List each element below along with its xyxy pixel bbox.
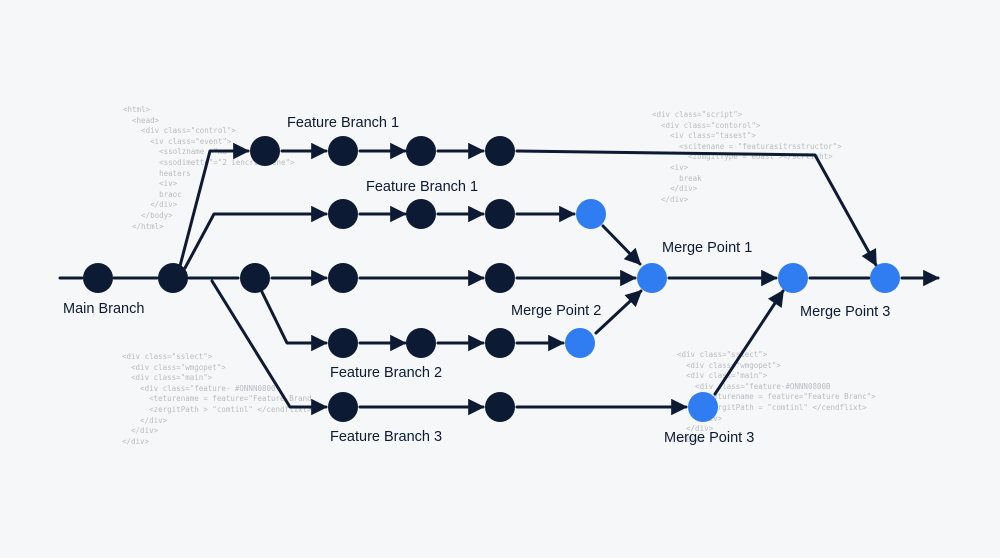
feature-branch-3-label: Feature Branch 3 [330,429,442,445]
commit-node [406,328,436,358]
commit-node [485,136,515,166]
commit-node [83,263,113,293]
commit-node [328,199,358,229]
commit-node [406,199,436,229]
merge-point-3-node [870,263,900,293]
commit-node [485,263,515,293]
feature-branch-1b-label: Feature Branch 1 [366,179,478,195]
feature-branch-3-line [210,279,328,416]
feature-branch-2-line [260,290,328,352]
commit-node [250,136,280,166]
code-snippet-bottom-left: <div class="sslect"> <div class="wmgopet… [122,352,312,446]
feature-branch-2-label: Feature Branch 2 [330,365,442,381]
merge-point-1-node [637,263,667,293]
commit-node [485,199,515,229]
commit-node [158,263,188,293]
commit-node [328,263,358,293]
merge-1-line [601,224,642,266]
code-snippet-bottom-right: <div class="sslect"> <div class="wmgopet… [677,350,876,444]
commit-node [328,328,358,358]
code-snippet-top-right: <div class="script"> <div class="contoro… [652,110,842,204]
feature-branch-1a-line [515,149,878,267]
merge-2-line [594,289,643,335]
commit-node [240,263,270,293]
commit-node [328,136,358,166]
feature-branch-1a-label: Feature Branch 1 [287,115,399,131]
merge-point-3-label: Merge Point 3 [800,304,890,320]
merge-point-1-label: Merge Point 1 [662,240,752,256]
merge-commit-node [576,199,606,229]
commit-node [328,392,358,422]
merge-3-line [713,289,785,396]
feature-branch-1b-line [183,205,328,270]
merge-commit-node [565,328,595,358]
merge-point-3-node [778,263,808,293]
main-branch-label: Main Branch [63,301,144,317]
commit-node [485,328,515,358]
merge-point-3-node [688,392,718,422]
commit-node [485,392,515,422]
merge-point-3-bottom-label: Merge Point 3 [664,430,754,446]
commit-node [406,136,436,166]
feature-branch-1a-line [178,142,250,268]
merge-point-2-label: Merge Point 2 [511,303,601,319]
